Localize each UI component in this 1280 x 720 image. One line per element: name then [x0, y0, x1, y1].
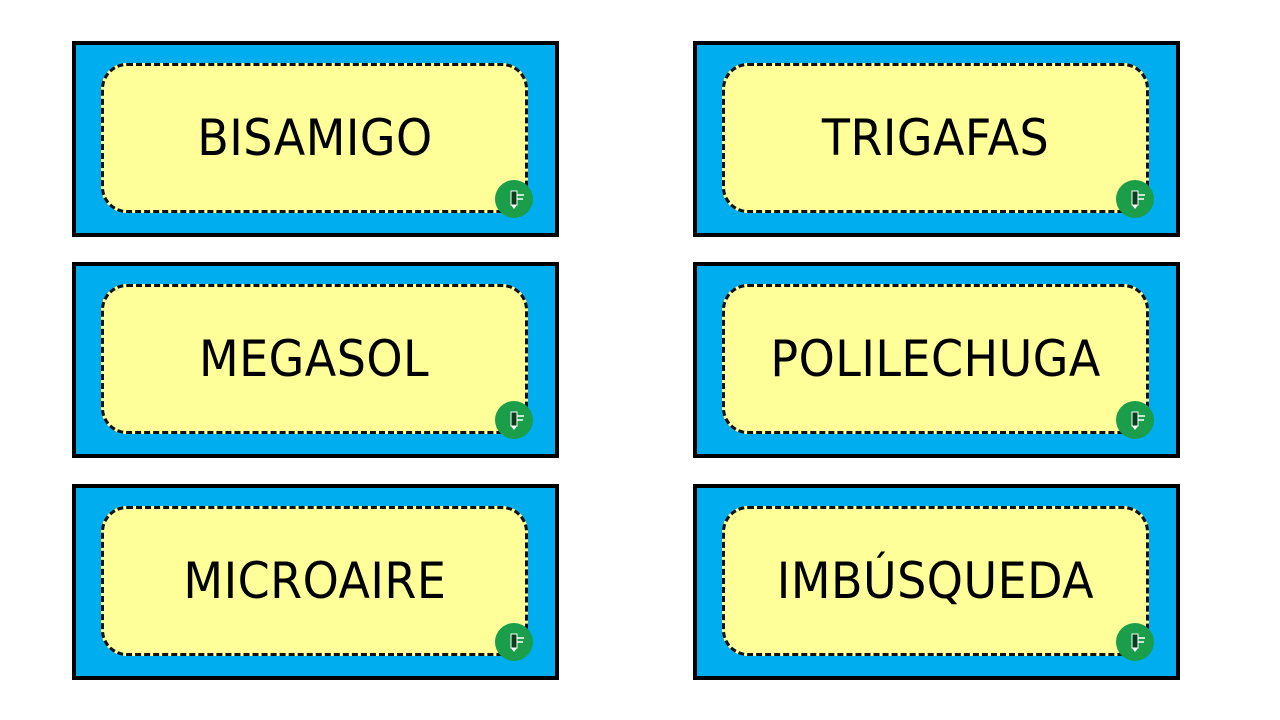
- card-label-area: IMBÚSQUEDA: [722, 506, 1154, 661]
- word-card: IMBÚSQUEDA: [693, 484, 1180, 680]
- card-word: MICROAIRE: [183, 552, 446, 610]
- pencil-badge-icon: [495, 180, 533, 218]
- pencil-badge-icon: [1116, 401, 1154, 439]
- pencil-badge-icon: [1116, 180, 1154, 218]
- pencil-badge-icon: [495, 623, 533, 661]
- card-word: BISAMIGO: [196, 109, 433, 167]
- card-word: MEGASOL: [199, 330, 430, 388]
- card-label-area: MICROAIRE: [101, 506, 533, 661]
- card-label-area: POLILECHUGA: [722, 284, 1154, 439]
- card-label-area: BISAMIGO: [101, 63, 533, 218]
- card-label-area: TRIGAFAS: [722, 63, 1154, 218]
- pencil-badge-icon: [495, 401, 533, 439]
- card-word: POLILECHUGA: [770, 330, 1101, 388]
- word-card: MEGASOL: [72, 262, 559, 458]
- word-card: TRIGAFAS: [693, 41, 1180, 237]
- pencil-badge-icon: [1116, 623, 1154, 661]
- card-word: TRIGAFAS: [821, 109, 1050, 167]
- word-card: POLILECHUGA: [693, 262, 1180, 458]
- word-card: BISAMIGO: [72, 41, 559, 237]
- word-card: MICROAIRE: [72, 484, 559, 680]
- card-word: IMBÚSQUEDA: [776, 552, 1095, 610]
- card-label-area: MEGASOL: [101, 284, 533, 439]
